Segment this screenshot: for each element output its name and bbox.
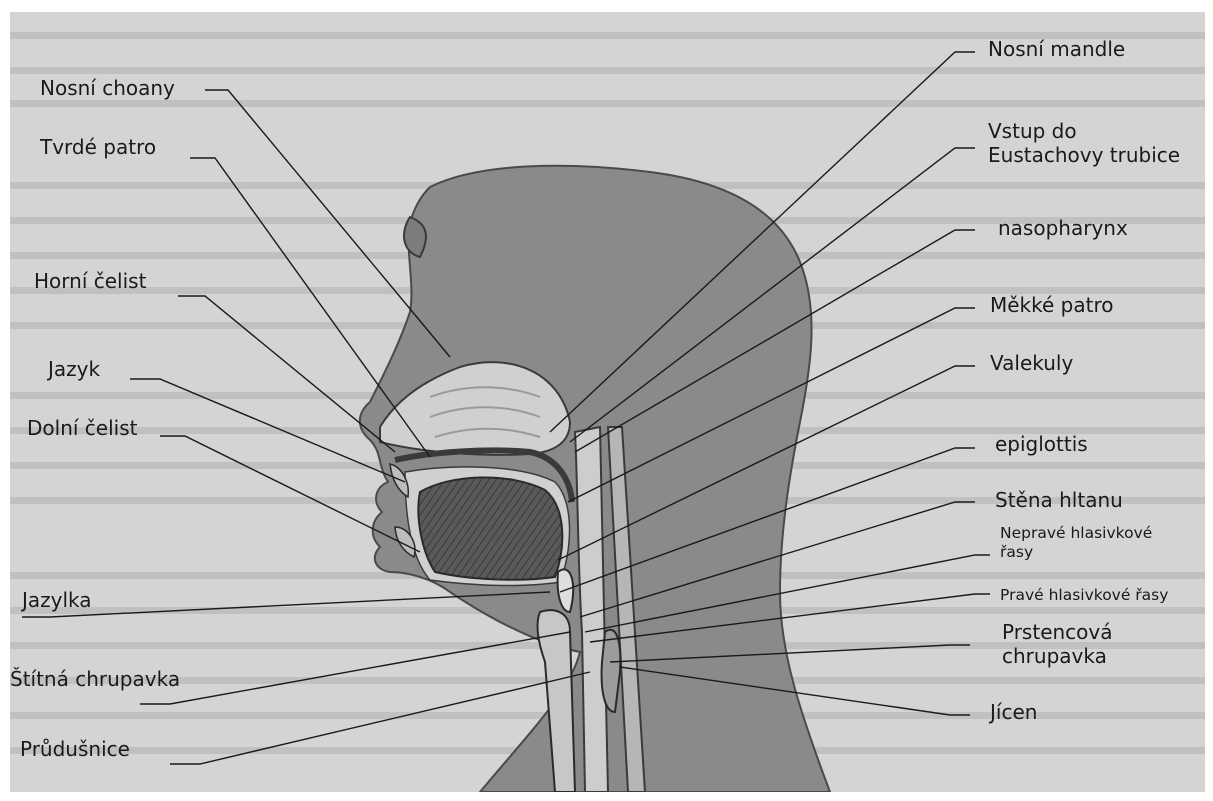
label-horni-celist: Horní čelist — [34, 269, 146, 293]
label-stena-hltanu: Stěna hltanu — [995, 488, 1123, 512]
label-neprave-hlasivkove-rasy: Nepravé hlasivkové řasy — [1000, 524, 1152, 561]
label-jazyk: Jazyk — [48, 357, 100, 381]
label-prave-hlasivkove-rasy: Pravé hlasivkové řasy — [1000, 586, 1168, 605]
label-nosni-choany: Nosní choany — [40, 76, 175, 100]
label-mekke-patro: Měkké patro — [990, 293, 1114, 317]
label-epiglottis: epiglottis — [995, 432, 1088, 456]
label-jicen: Jícen — [990, 700, 1037, 724]
book-page: Nosní choany Tvrdé patro Horní čelist Ja… — [10, 12, 1205, 792]
label-valekuly: Valekuly — [990, 351, 1073, 375]
label-prstencova-chrupavka: Prstencová chrupavka — [1002, 620, 1113, 668]
label-jazylka: Jazylka — [22, 588, 92, 612]
tongue — [418, 477, 562, 579]
label-nasopharynx: nasopharynx — [998, 216, 1128, 240]
label-tvrde-patro: Tvrdé patro — [40, 135, 156, 159]
label-dolni-celist: Dolní čelist — [27, 416, 137, 440]
label-stitna-chrupavka: Štítná chrupavka — [10, 667, 180, 691]
label-nosni-mandle: Nosní mandle — [988, 37, 1125, 61]
label-vstup-eustachovy: Vstup do Eustachovy trubice — [988, 119, 1180, 167]
label-prudusnice: Průdušnice — [20, 737, 130, 761]
